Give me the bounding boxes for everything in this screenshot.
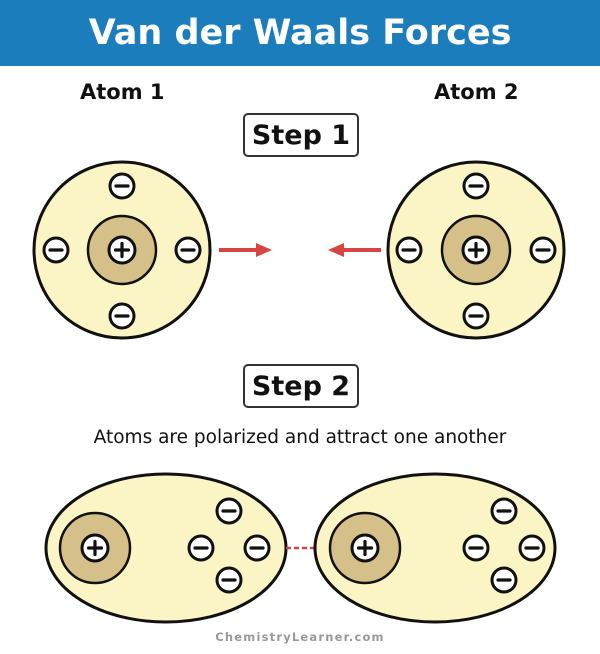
atom-2-step1: [386, 160, 566, 340]
atom-1-label: Atom 1: [80, 80, 165, 104]
positive-charge-icon: [107, 235, 137, 265]
step-2-box: Step 2: [243, 364, 359, 408]
atom-2-label: Atom 2: [434, 80, 519, 104]
negative-charge-icon: [462, 302, 490, 330]
step-2-label: Step 2: [251, 370, 351, 402]
positive-charge-icon: [350, 533, 380, 563]
positive-charge-icon: [80, 533, 110, 563]
negative-charge-icon: [462, 534, 490, 562]
negative-charge-icon: [243, 534, 271, 562]
arrow-left-icon: [328, 243, 381, 257]
step-1-box: Step 1: [243, 113, 359, 157]
footer-credit: ChemistryLearner.com: [215, 630, 385, 644]
atom-1-step1: [32, 160, 212, 340]
negative-charge-icon: [490, 566, 518, 594]
step-2-caption: Atoms are polarized and attract one anot…: [93, 427, 507, 448]
positive-charge-icon: [461, 235, 491, 265]
polarized-atom-1: [44, 472, 288, 624]
negative-charge-icon: [490, 497, 518, 525]
negative-charge-icon: [215, 497, 243, 525]
negative-charge-icon: [215, 566, 243, 594]
title-banner: Van der Waals Forces: [0, 0, 600, 66]
negative-charge-icon: [395, 236, 423, 264]
negative-charge-icon: [108, 172, 136, 200]
page-title: Van der Waals Forces: [88, 13, 512, 53]
arrow-right-icon: [219, 243, 272, 257]
negative-charge-icon: [187, 534, 215, 562]
step-1-label: Step 1: [251, 119, 351, 151]
negative-charge-icon: [529, 236, 557, 264]
polarized-atom-2: [313, 472, 557, 624]
negative-charge-icon: [174, 236, 202, 264]
negative-charge-icon: [462, 172, 490, 200]
negative-charge-icon: [42, 236, 70, 264]
negative-charge-icon: [518, 534, 546, 562]
negative-charge-icon: [108, 302, 136, 330]
